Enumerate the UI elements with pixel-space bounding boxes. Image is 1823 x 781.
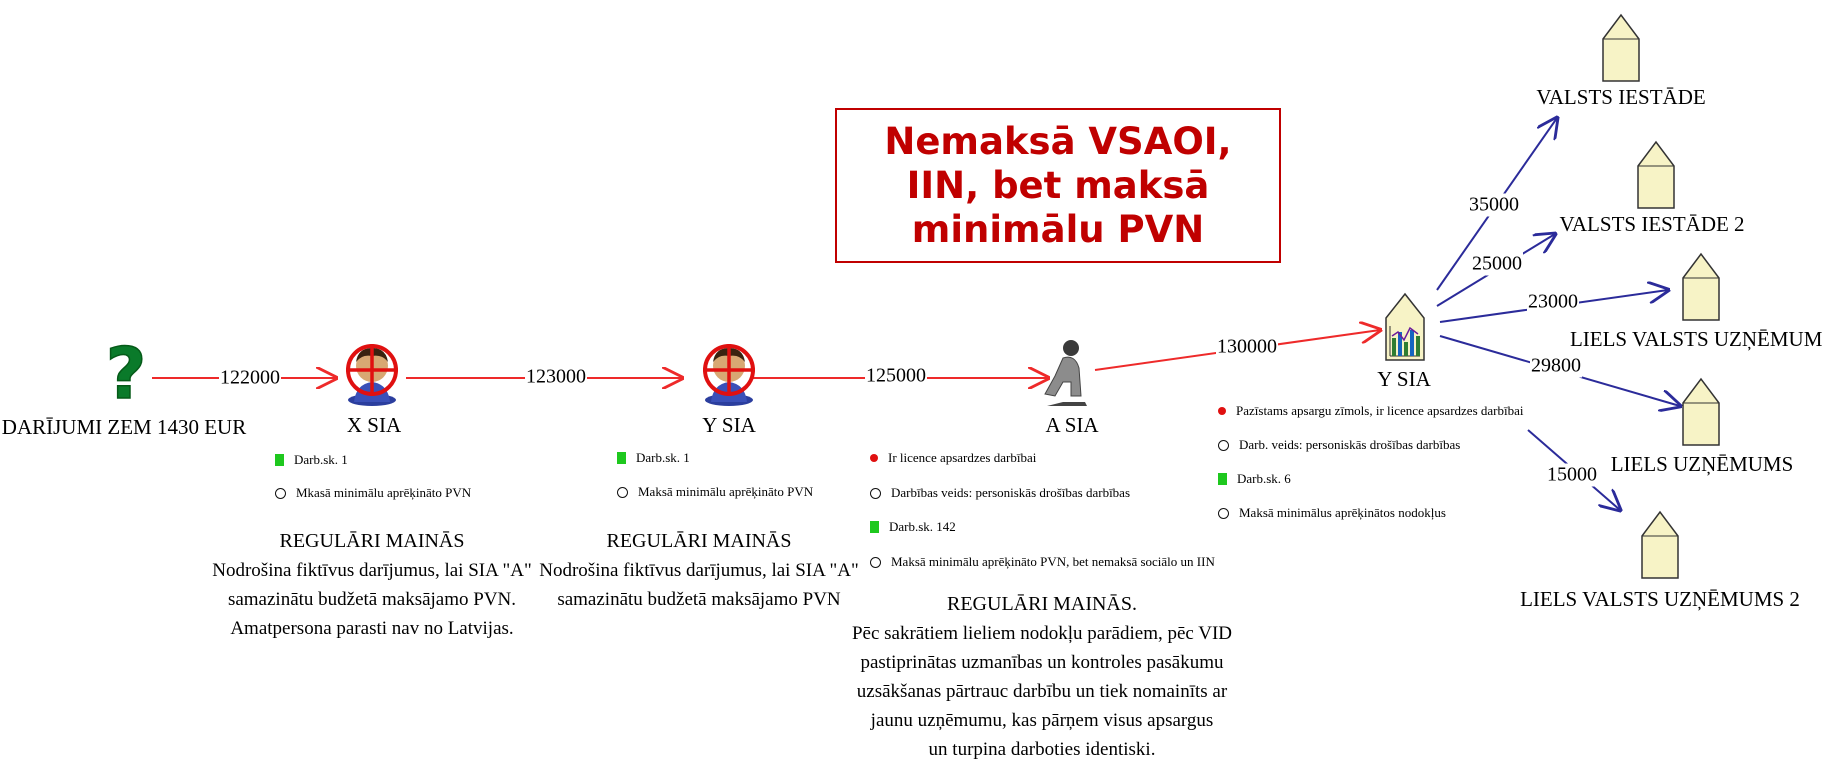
- desc-line: uzsākšanas pārtrauc darbību un tiek noma…: [856, 681, 1228, 702]
- node-label-liels-uznemums: LIELS UZŅĒMUMS: [1610, 452, 1794, 476]
- desc-heading: REGULĀRI MAINĀS: [279, 530, 465, 552]
- circle-marker-icon: [275, 487, 286, 499]
- link-amount-unknown-to-x: 122000: [219, 366, 281, 390]
- callout-line-2: IIN, bet maksā: [906, 163, 1210, 207]
- crossed-out-person-icon[interactable]: [344, 340, 400, 406]
- attr-text: Darbības veids: personiskās drošības dar…: [891, 485, 1131, 500]
- house-icon[interactable]: [1681, 377, 1721, 447]
- link-amount-y1-to-a: 125000: [865, 364, 927, 388]
- y-sia-1-description: REGULĀRI MAINĀS Nodrošina fiktīvus darīj…: [539, 527, 859, 614]
- link-amount-y2-to-liels-valsts-uznemums: 23000: [1527, 290, 1579, 314]
- node-label-valsts-iestade-2: VALSTS IESTĀDE 2: [1559, 212, 1745, 236]
- red-marker-icon: [870, 454, 878, 462]
- node-label-x-sia: X SIA: [346, 413, 402, 437]
- desc-line: Pēc sakrātiem lieliem nodokļu parādiem, …: [851, 623, 1233, 644]
- crossed-out-person-icon[interactable]: [701, 340, 757, 406]
- circle-marker-icon: [1218, 507, 1229, 519]
- a-sia-attr-tax: Maksā minimālu aprēķināto PVN, bet nemak…: [870, 554, 1215, 570]
- green-marker-icon: [870, 521, 879, 533]
- circle-marker-icon: [870, 556, 881, 568]
- a-sia-attr-licence: Ir licence apsardzes darbībai: [870, 450, 1036, 466]
- y-sia-1-attr-tax: Maksā minimālu aprēķināto PVN: [617, 484, 813, 500]
- y-sia-2-attr-activity: Darb. veids: personiskās drošības darbīb…: [1218, 437, 1460, 453]
- desc-line: Nodrošina fiktīvus darījumus, lai SIA "A…: [539, 560, 859, 581]
- attr-text: Ir licence apsardzes darbībai: [888, 450, 1037, 465]
- attr-text: Darb.sk. 6: [1237, 471, 1291, 486]
- attr-text: Maksā minimālu aprēķināto PVN: [638, 484, 814, 499]
- desc-line: samazinātu budžetā maksājamo PVN: [557, 589, 841, 610]
- link-amount-y2-to-liels-uznemums: 29800: [1530, 354, 1582, 378]
- desc-line: jaunu uzņēmumu, kas pārņem visus apsargu…: [870, 710, 1214, 731]
- y-sia-2-attr-tax: Maksā minimālus aprēķinātos nodokļus: [1218, 505, 1446, 521]
- desc-heading: REGULĀRI MAINĀS: [606, 530, 792, 552]
- desc-heading: REGULĀRI MAINĀS.: [947, 593, 1137, 615]
- attr-text: Darb.sk. 142: [889, 519, 956, 534]
- green-marker-icon: [617, 452, 626, 464]
- callout-box: Nemaksā VSAOI, IIN, bet maksā minimālu P…: [835, 108, 1281, 263]
- circle-marker-icon: [617, 486, 628, 498]
- attr-text: Pazīstams apsargu zīmols, ir licence aps…: [1236, 403, 1524, 418]
- circle-marker-icon: [870, 487, 881, 499]
- a-sia-description: REGULĀRI MAINĀS. Pēc sakrātiem lieliem n…: [852, 590, 1232, 764]
- a-sia-attr-employees: Darb.sk. 142: [870, 519, 956, 535]
- question-mark-icon[interactable]: ?: [103, 340, 149, 404]
- house-icon[interactable]: [1601, 13, 1641, 83]
- attr-text: Darb. veids: personiskās drošības darbīb…: [1239, 437, 1461, 452]
- node-label-y-sia-2: Y SIA: [1377, 367, 1431, 391]
- green-marker-icon: [1218, 473, 1227, 485]
- y-sia-1-attr-employees: Darb.sk. 1: [617, 450, 690, 466]
- callout-line-3: minimālu PVN: [911, 207, 1205, 251]
- house-icon[interactable]: [1640, 510, 1680, 580]
- red-marker-icon: [1218, 407, 1226, 415]
- attr-text: Darb.sk. 1: [294, 452, 348, 467]
- attr-text: Maksā minimālus aprēķinātos nodokļus: [1239, 505, 1446, 520]
- circle-marker-icon: [1218, 439, 1229, 451]
- house-icon[interactable]: [1681, 252, 1721, 322]
- company-house-chart-icon[interactable]: [1384, 292, 1426, 362]
- attr-text: Maksā minimālu aprēķināto PVN, bet nemak…: [891, 554, 1215, 569]
- x-sia-description: REGULĀRI MAINĀS Nodrošina fiktīvus darīj…: [212, 527, 532, 643]
- a-sia-attr-activity: Darbības veids: personiskās drošības dar…: [870, 485, 1130, 501]
- person-icon[interactable]: [1041, 338, 1091, 408]
- link-amount-y2-to-valsts-iestade-2: 25000: [1471, 252, 1523, 276]
- green-marker-icon: [275, 454, 284, 466]
- y-sia-2-attr-employees: Darb.sk. 6: [1218, 471, 1291, 487]
- desc-line: un turpina darboties identiski.: [928, 739, 1156, 760]
- desc-line: samazinātu budžetā maksājamo PVN.: [227, 589, 517, 610]
- y-sia-2-attr-brand: Pazīstams apsargu zīmols, ir licence aps…: [1218, 403, 1523, 419]
- svg-text:?: ?: [106, 340, 147, 404]
- node-label-liels-valsts-uznemums-2: LIELS VALSTS UZŅĒMUMS 2: [1520, 587, 1800, 611]
- link-amount-y2-to-valsts-iestade: 35000: [1468, 193, 1520, 217]
- attr-text: Mkasā minimālu aprēķināto PVN: [296, 485, 472, 500]
- link-amount-x-to-y1: 123000: [525, 365, 587, 389]
- node-label-y-sia-1: Y SIA: [702, 413, 756, 437]
- desc-line: Amatpersona parasti nav no Latvijas.: [230, 618, 514, 639]
- desc-line: Nodrošina fiktīvus darījumus, lai SIA "A…: [212, 560, 532, 581]
- callout-line-1: Nemaksā VSAOI,: [884, 119, 1232, 163]
- node-label-a-sia: A SIA: [1045, 413, 1099, 437]
- node-label-unknown: DARĪJUMI ZEM 1430 EUR: [1, 415, 247, 439]
- link-amount-y2-to-liels-valsts-uznemums-2: 15000: [1546, 463, 1598, 487]
- attr-text: Darb.sk. 1: [636, 450, 690, 465]
- link-amount-a-to-y2: 130000: [1216, 335, 1278, 359]
- node-label-liels-valsts-uznemums: LIELS VALSTS UZŅĒMUMS: [1569, 327, 1823, 351]
- x-sia-attr-tax: Mkasā minimālu aprēķināto PVN: [275, 485, 471, 501]
- node-label-valsts-iestade: VALSTS IESTĀDE: [1536, 85, 1706, 109]
- desc-line: pastiprinātas uzmanības un kontroles pas…: [860, 652, 1224, 673]
- x-sia-attr-employees: Darb.sk. 1: [275, 452, 348, 468]
- house-icon[interactable]: [1636, 140, 1676, 210]
